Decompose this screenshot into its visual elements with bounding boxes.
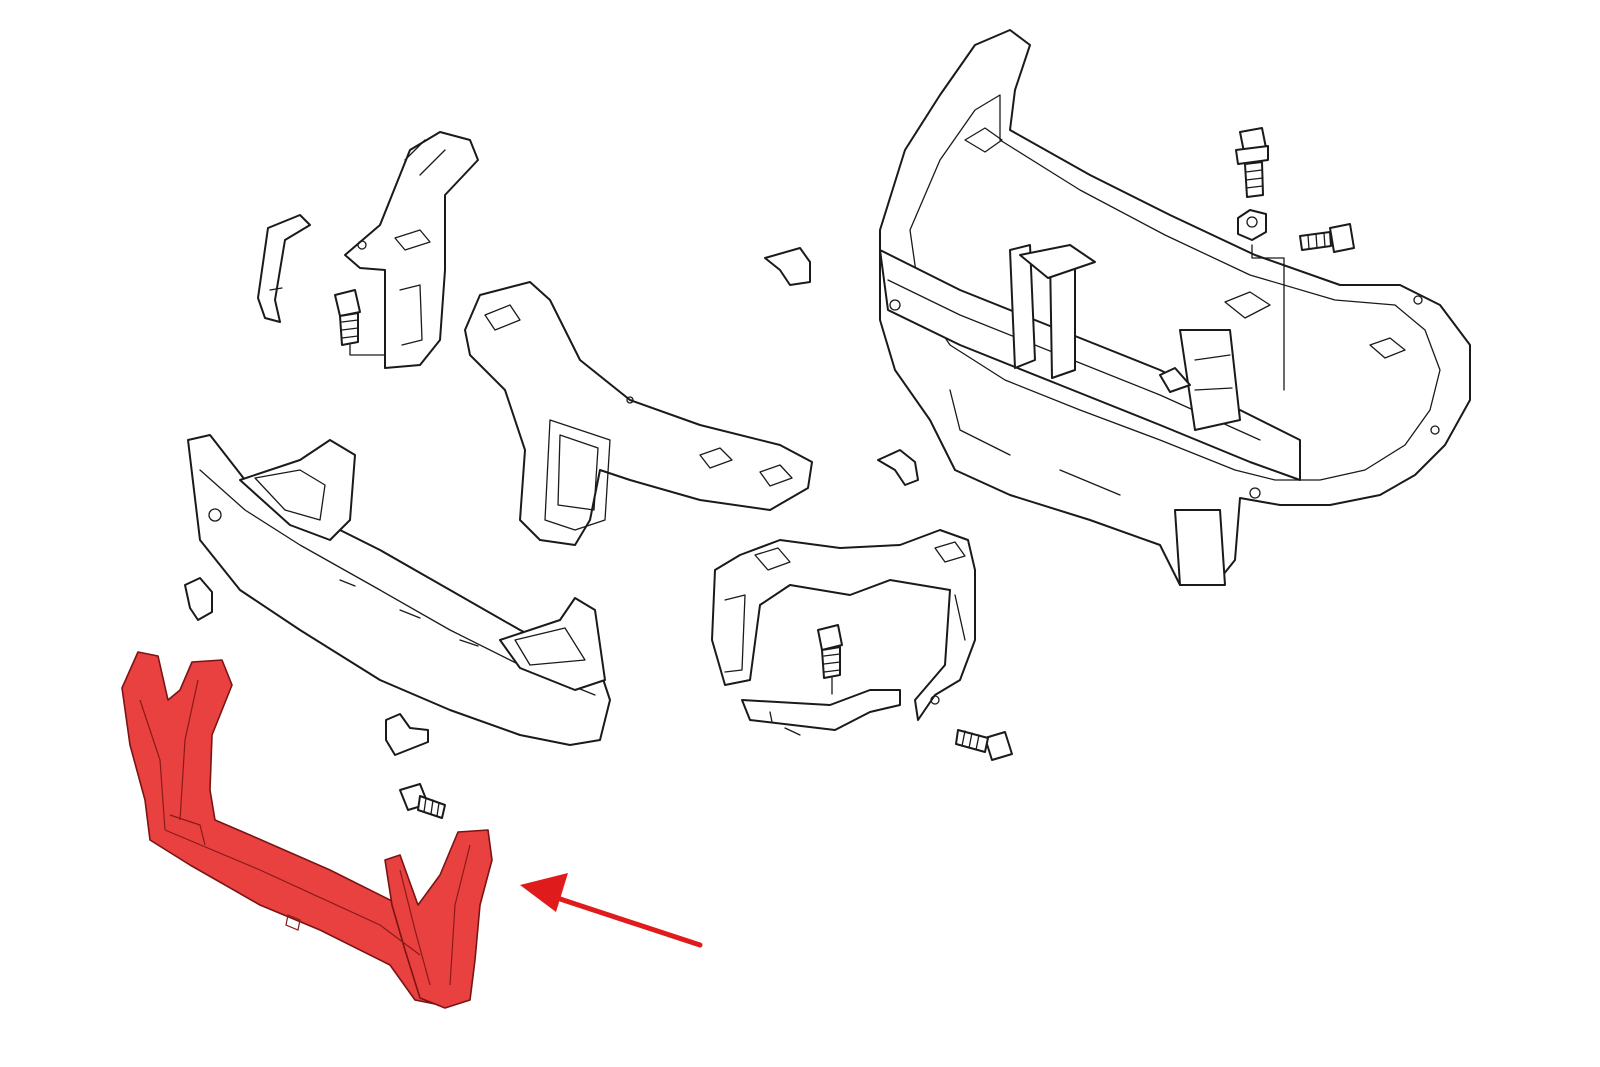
leader-line-2: [349, 344, 386, 356]
front-bumper-reinforcement[interactable]: [187, 434, 611, 746]
left-side-bracket[interactable]: [344, 131, 479, 369]
leader-line: [1251, 244, 1285, 391]
lower-crossmember[interactable]: [121, 651, 493, 1009]
arrow-icon: [520, 873, 703, 948]
bolt-bumper[interactable]: [399, 783, 446, 819]
small-bracket-bumper-left[interactable]: [184, 577, 213, 621]
bolt-left-upper[interactable]: [334, 289, 361, 346]
small-bracket-right-center[interactable]: [877, 449, 919, 486]
radiator-support-assembly[interactable]: [879, 29, 1471, 586]
lower-crossmember-left-arm: [121, 651, 463, 1006]
small-bracket-center[interactable]: [764, 247, 811, 286]
flange-bolt-vertical[interactable]: [1235, 127, 1269, 198]
lower-brace-right[interactable]: [741, 689, 901, 736]
bolt-right-center[interactable]: [817, 624, 843, 679]
lower-crossmember-right-arm: [384, 829, 493, 1009]
right-side-bracket[interactable]: [711, 529, 976, 721]
nut[interactable]: [1237, 209, 1267, 241]
upper-tie-bar[interactable]: [464, 281, 813, 546]
bolt-right-lower[interactable]: [955, 729, 1013, 761]
small-bracket-left[interactable]: [257, 214, 311, 323]
small-bracket-bumper-lower[interactable]: [385, 713, 429, 756]
flange-bolt-horizontal[interactable]: [1299, 223, 1355, 253]
